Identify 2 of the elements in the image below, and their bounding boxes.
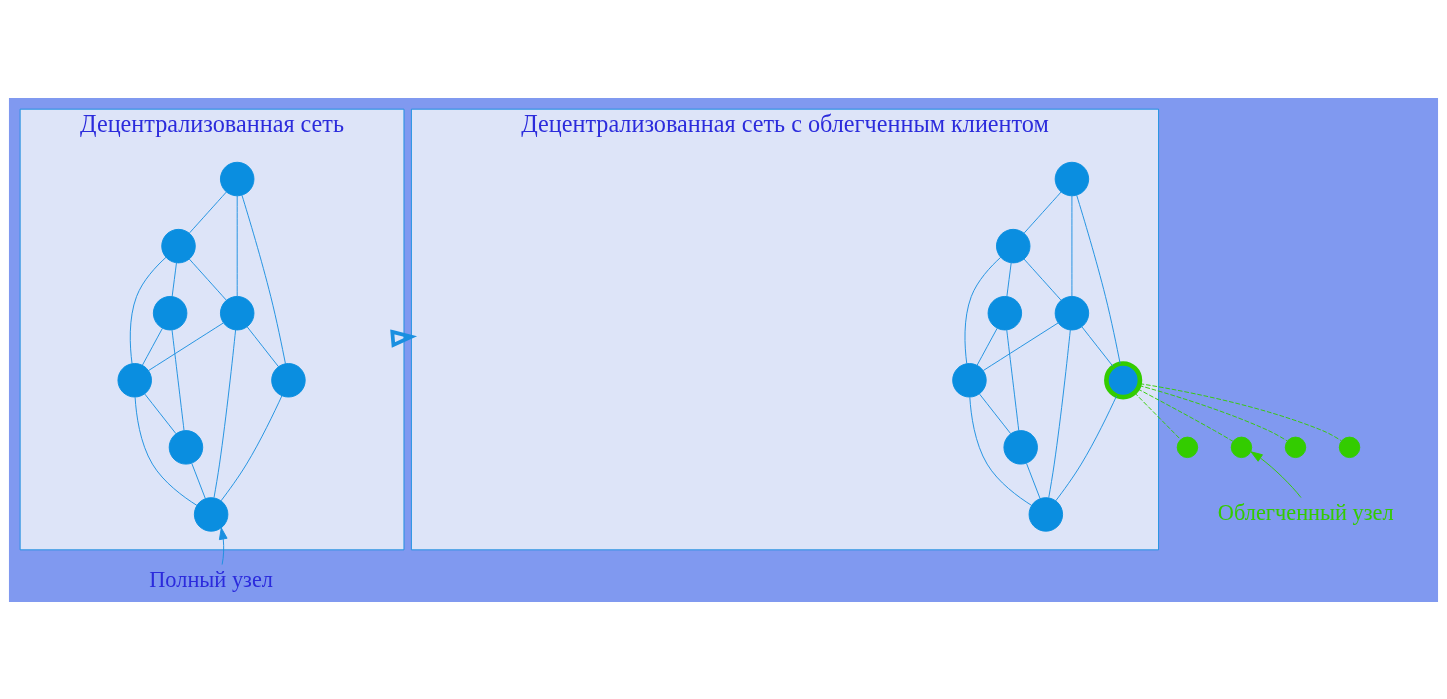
node-text: Облегченный узел <box>1217 499 1394 525</box>
node-text: Полный узел <box>149 566 273 592</box>
